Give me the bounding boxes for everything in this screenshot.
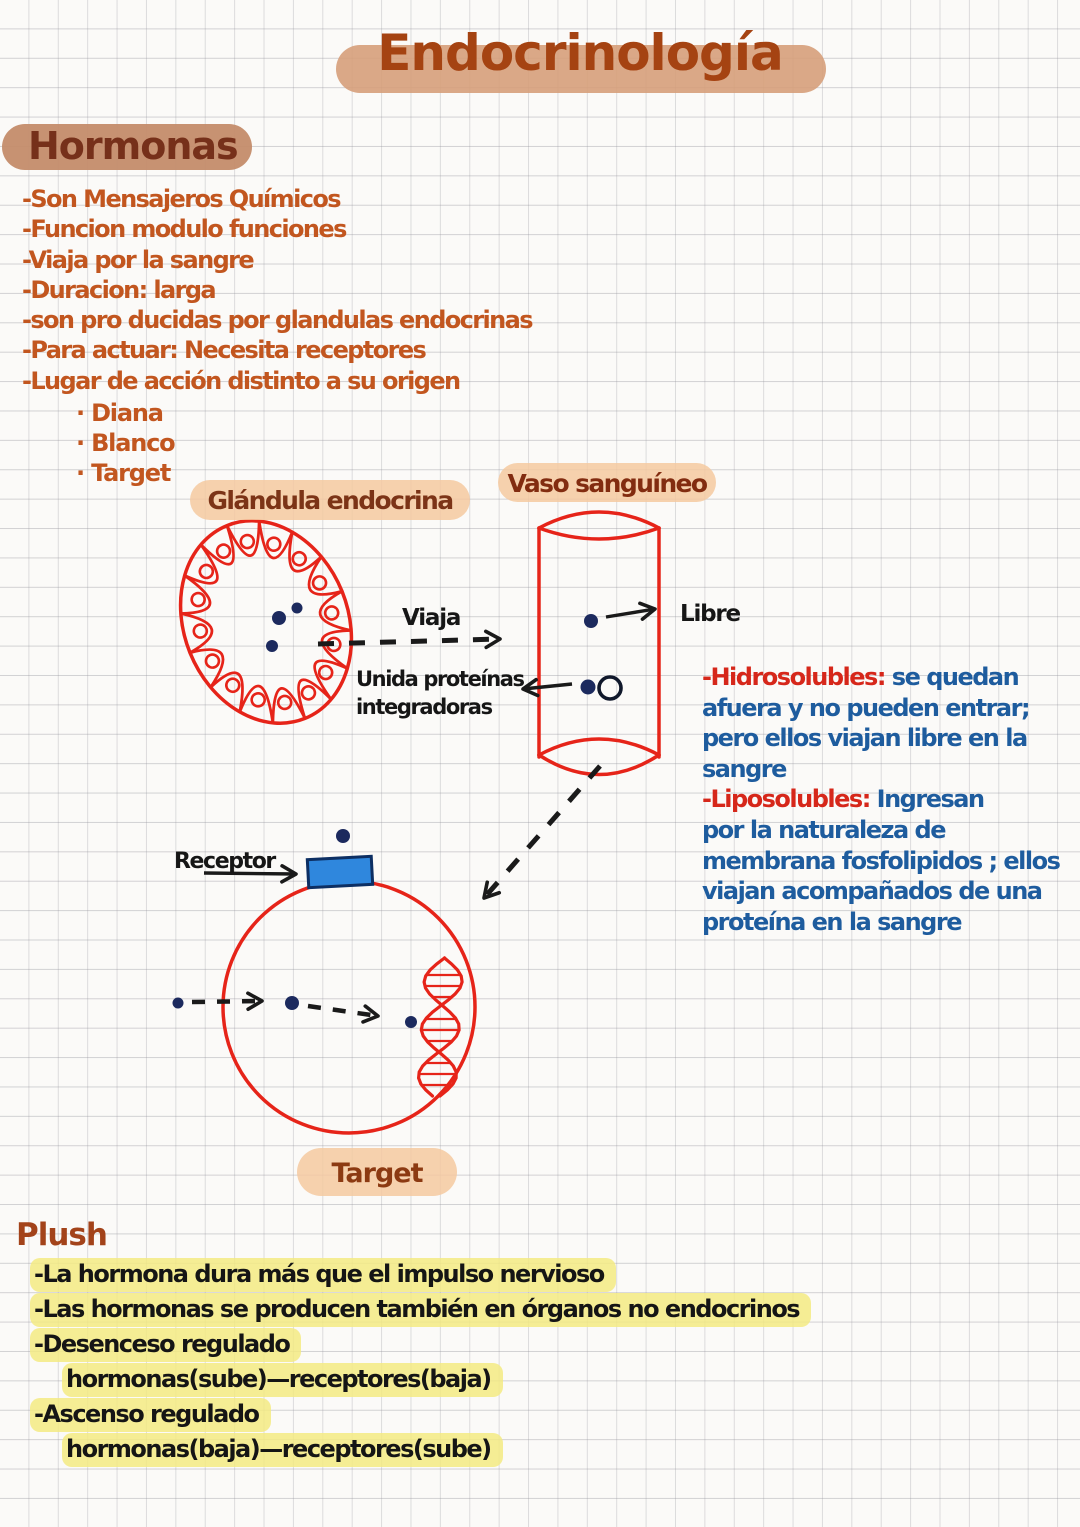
libre-label: Libre — [680, 601, 741, 627]
vessel-label: Vaso sanguíneo — [507, 469, 709, 498]
dna-helix — [416, 956, 464, 1098]
hormone-dot — [272, 611, 286, 625]
sub-bullet-line: · Target — [76, 459, 171, 487]
bullet-line: -Lugar de acción distinto a su origen — [22, 366, 461, 395]
endocrine-gland-shape — [178, 519, 354, 725]
hormone-dot — [291, 602, 303, 614]
plush-line: hormonas(sube)—receptores(baja) — [62, 1363, 811, 1397]
bullet-line: -son pro ducidas por glandulas endocrina… — [22, 306, 534, 335]
viaja-label: Viaja — [402, 605, 461, 631]
blood-vessel-shape — [537, 510, 661, 777]
receptor-pointer-arrow — [203, 864, 298, 884]
carrier-protein-circle — [597, 675, 623, 701]
bound-hormone-dot — [580, 679, 596, 695]
sub-bullet-line: · Blanco — [76, 429, 176, 457]
title-highlight — [336, 45, 826, 93]
receptor-label: Receptor — [174, 849, 276, 874]
viaja-arrow — [317, 629, 502, 650]
section-heading-hormonas: Hormonas — [28, 124, 239, 168]
free-hormone-dot — [584, 614, 598, 628]
hidrosolubles-keyword: -Hidrosolubles: — [702, 663, 886, 691]
gland-cell-border — [180, 520, 352, 724]
section-heading-plush: Plush — [16, 1217, 108, 1253]
plush-line: -Las hormonas se producen también en órg… — [30, 1293, 812, 1327]
cell-entry-arrow — [191, 991, 264, 1011]
liposolubles-note: -Liposolubles: Ingresan por la naturalez… — [702, 785, 1061, 936]
target-label-highlight — [297, 1148, 457, 1196]
libre-arrow — [605, 601, 657, 621]
unida-arrow — [521, 677, 573, 698]
hidrosolubles-note: -Hidrosolubles: se quedan afuera y no pu… — [702, 663, 1031, 783]
liposolubles-keyword: -Liposolubles: — [702, 785, 871, 814]
to-nucleus-arrow — [307, 1003, 380, 1024]
hormonas-bullet-list: -Son Mensajeros Químicos -Funcion modulo… — [22, 184, 534, 396]
page-title: Endocrinología — [377, 24, 783, 82]
bullet-line: -Son Mensajeros Químicos — [22, 185, 342, 213]
hormone-dot — [336, 829, 350, 843]
sub-bullet-line: · Diana — [76, 399, 164, 427]
plush-line: hormonas(baja)—receptores(sube) — [62, 1433, 811, 1467]
unida-label: Unida proteínas integradoras — [356, 667, 525, 719]
bullet-line: -Viaja por la sangre — [22, 245, 255, 274]
hormone-dot — [405, 1016, 417, 1028]
vessel-to-cell-arrow — [482, 764, 602, 900]
gland-label: Glándula endocrina — [207, 486, 454, 515]
receptor-shape — [305, 854, 375, 890]
vessel-label-highlight — [498, 463, 716, 502]
plush-line: -La hormona dura más que el impulso nerv… — [30, 1258, 811, 1292]
plush-list: -La hormona dura más que el impulso nerv… — [30, 1258, 812, 1471]
plush-line: -Ascenso regulado — [30, 1398, 811, 1432]
target-label: Target — [331, 1158, 423, 1189]
hormone-dot — [266, 640, 278, 652]
hormone-dot — [172, 997, 184, 1009]
hormone-dot — [285, 996, 299, 1010]
bullet-line: -Funcion modulo funciones — [22, 215, 347, 244]
plush-line: -Desenceso regulado — [30, 1328, 811, 1362]
bullet-line: -Duracion: larga — [22, 275, 217, 304]
gland-label-highlight — [190, 480, 470, 520]
bullet-line: -Para actuar: Necesita receptores — [22, 336, 427, 365]
solubility-notes: -Hidrosolubles: se quedan afuera y no pu… — [702, 662, 1074, 937]
hormonas-highlight — [2, 124, 252, 170]
hormonas-sub-bullet-list: · Diana · Blanco · Target — [76, 398, 176, 488]
